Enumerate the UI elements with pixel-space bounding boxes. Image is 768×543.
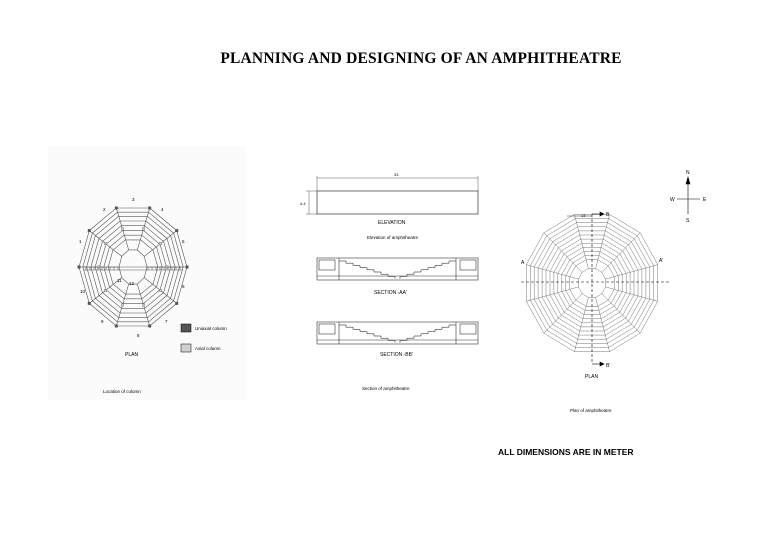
column-marker-outer	[114, 206, 118, 210]
column-marker-outer	[77, 265, 81, 269]
elevation-caption: Elevation of amphitheatre	[367, 235, 419, 240]
column-marker-outer	[148, 206, 152, 210]
plan-stage	[578, 268, 606, 298]
legend-swatch-axial	[180, 343, 192, 353]
column-side-label-11: 11	[117, 278, 122, 283]
page-title: PLANNING AND DESIGNING OF AN AMPHITHEATR…	[220, 50, 622, 67]
amphitheatre-plan-title: PLAN	[585, 374, 598, 380]
section-aa-drawing	[316, 257, 479, 281]
column-location-plan	[77, 206, 189, 328]
column-marker-inner	[142, 303, 145, 307]
column-plan-caption: Location of column	[103, 389, 141, 394]
plan-radial-line	[595, 214, 610, 269]
section-mark-a-prime: A'	[659, 258, 663, 264]
section-aa-room-left	[318, 259, 336, 271]
legend-label-uniaxial: Uniaxial column	[195, 326, 227, 331]
column-side-label-2: 2	[103, 207, 106, 212]
plan-section-lines	[521, 211, 670, 367]
column-side-label-8: 8	[137, 333, 140, 338]
column-marker-inner	[121, 303, 124, 307]
north-arrow-compass	[677, 175, 700, 214]
plan-radial-line	[526, 264, 579, 280]
plan-radial-line	[605, 286, 658, 302]
column-plan-title: PLAN	[125, 352, 138, 358]
legend-swatch-uniaxial	[180, 323, 192, 333]
column-marker-inner	[121, 227, 124, 231]
column-marker-inner	[159, 242, 162, 245]
column-marker-inner	[159, 289, 162, 292]
column-side-label-3: 3	[132, 197, 135, 202]
column-marker-outer	[148, 324, 152, 328]
dimensions-note: ALL DIMENSIONS ARE IN METER	[498, 447, 634, 457]
elevation-label: ELEVATION	[378, 220, 406, 226]
plan-radial-line	[526, 286, 579, 302]
section-bb-room-left	[318, 323, 336, 335]
plan-dimension-top: 13	[581, 213, 586, 218]
elevation-drawing	[306, 176, 479, 215]
section-mark-b: B	[606, 212, 610, 218]
column-side-label-4: 4	[161, 207, 164, 212]
section-caption: Section of amphitheatre	[362, 386, 410, 391]
column-plan-tier-ring-7	[103, 234, 163, 300]
column-marker-inner	[104, 289, 107, 292]
column-side-label-7: 7	[165, 319, 168, 324]
plan-radial-line	[574, 214, 589, 269]
column-marker-outer	[175, 229, 179, 233]
compass-south: S	[686, 218, 690, 224]
section-bb-room-right	[459, 323, 477, 335]
plan-radial-line	[543, 232, 583, 273]
column-side-label-5: 5	[182, 239, 185, 244]
column-plan-center-label: 12	[129, 281, 135, 286]
column-side-label-9: 9	[101, 319, 104, 324]
plan-radial-line	[574, 297, 589, 352]
amphitheatre-plan	[526, 214, 658, 352]
section-aa-label: SECTION -AA'	[374, 290, 407, 296]
plan-radial-line	[601, 293, 641, 334]
amphitheatre-plan-caption: Plan of amphitheatre	[570, 408, 612, 413]
column-marker-outer	[185, 265, 189, 269]
section-aa-outline	[316, 257, 479, 281]
section-mark-b-prime: B'	[606, 363, 610, 369]
column-side-label-6: 6	[182, 284, 185, 289]
column-marker-outer	[87, 301, 91, 305]
column-marker-inner	[142, 227, 145, 231]
column-marker-outer	[114, 324, 118, 328]
column-marker-outer	[87, 229, 91, 233]
section-mark-a: A	[521, 260, 525, 266]
plan-radial-line	[605, 264, 658, 280]
plan-radial-line	[543, 293, 583, 334]
compass-east: E	[703, 197, 707, 203]
column-side-label-10: 10	[80, 289, 86, 294]
left-panel-background	[48, 146, 246, 400]
section-bb-outline	[316, 321, 479, 345]
elevation-width-dimension: 33	[394, 172, 399, 177]
column-plan-tier-ring-8	[107, 239, 159, 295]
column-side-label-1: 1	[79, 239, 82, 244]
section-bb-drawing	[316, 321, 479, 345]
section-bb-label: SECTION -BB'	[380, 352, 413, 358]
column-marker-inner	[104, 242, 107, 245]
plan-radial-line	[601, 232, 641, 273]
compass-north: N	[686, 170, 690, 176]
plan-radial-line	[595, 297, 610, 352]
section-aa-room-right	[459, 259, 477, 271]
compass-west: W	[670, 197, 675, 203]
column-marker-outer	[175, 301, 179, 305]
elevation-height-dimension: 4.4	[300, 201, 306, 206]
legend-label-axial: Axial column	[195, 346, 221, 351]
